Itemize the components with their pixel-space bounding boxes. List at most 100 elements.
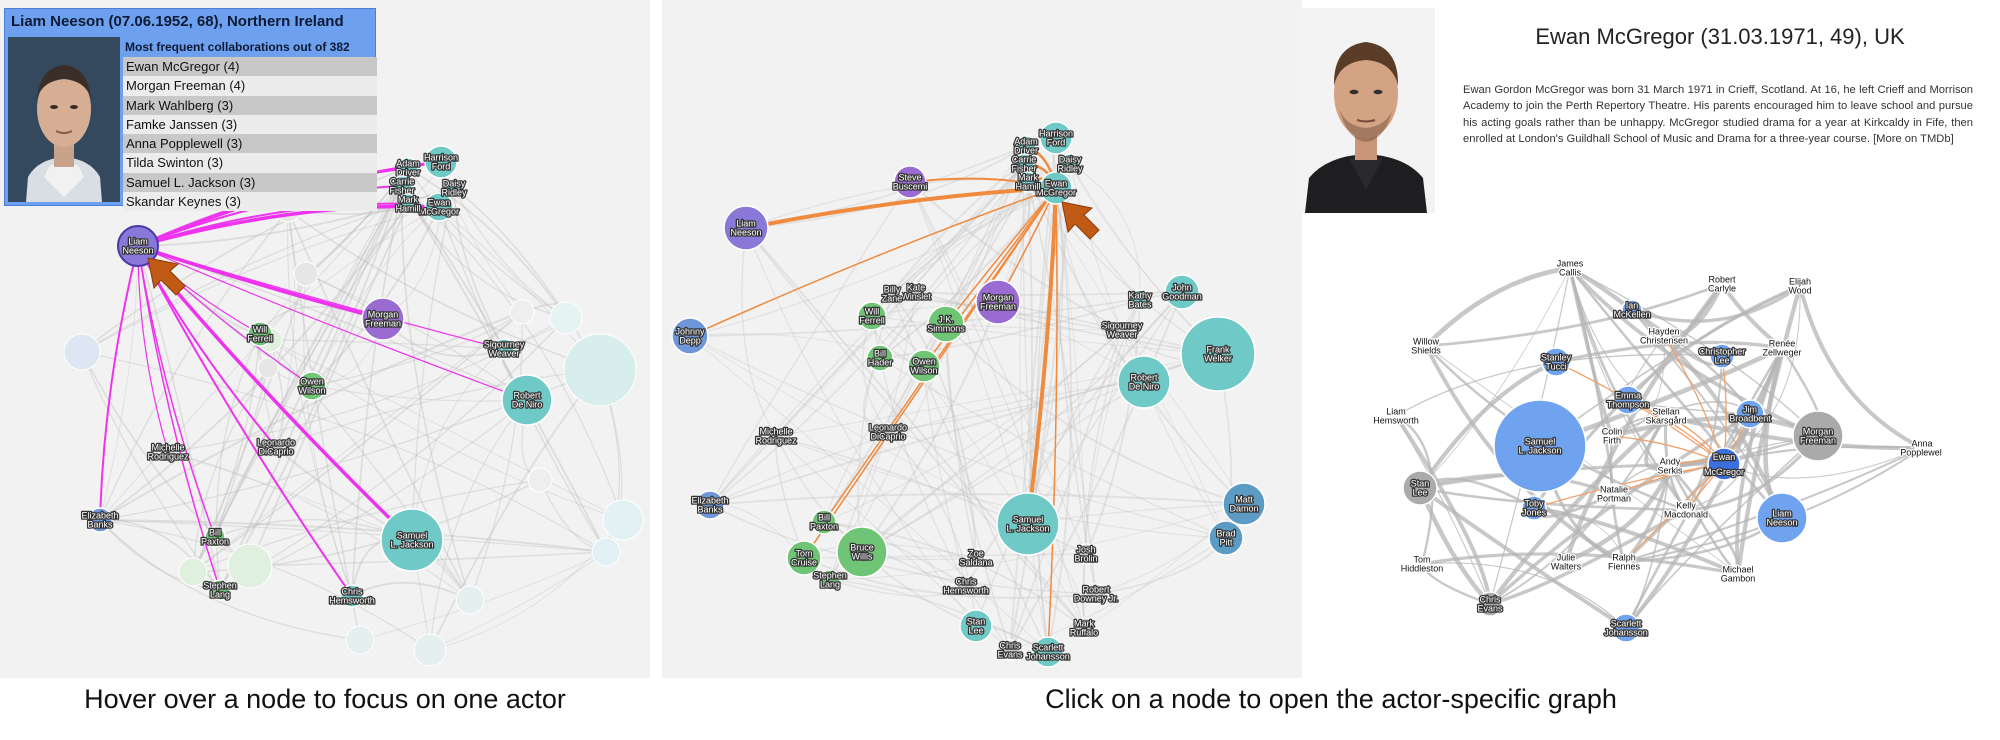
node-circle[interactable] [1735,399,1765,429]
node-circle[interactable] [1611,613,1641,643]
node-circle[interactable] [1660,456,1680,476]
node-circle[interactable] [424,145,458,179]
node-circle[interactable] [1658,408,1674,424]
node-circle[interactable] [1222,482,1266,526]
node-circle[interactable] [1493,399,1587,493]
node-circle[interactable] [956,576,976,596]
node-circle[interactable] [857,301,887,331]
node-circle[interactable] [906,282,926,302]
node-circle[interactable] [397,193,419,215]
node-circle[interactable] [882,284,902,304]
node-circle[interactable] [1616,554,1632,570]
node-circle[interactable] [493,338,515,360]
node-circle[interactable] [1208,520,1244,556]
node-circle[interactable] [501,374,553,426]
node-circle[interactable] [836,526,888,578]
node-circle[interactable] [1562,260,1578,276]
node-circle[interactable] [1402,470,1438,506]
node-circle[interactable] [1075,543,1097,565]
node-circle[interactable] [117,225,159,267]
node-circle[interactable] [1603,483,1625,505]
node-circle[interactable] [444,178,464,198]
node-circle[interactable] [1085,583,1107,605]
node-circle[interactable] [1621,299,1643,321]
node-circle[interactable] [1388,408,1404,424]
node-circle[interactable] [811,509,837,535]
node-circle[interactable] [267,438,285,456]
node-circle[interactable] [1418,338,1434,354]
node-circle[interactable] [1774,340,1790,356]
node-j-k-simmons[interactable]: J.K.Simmons [926,305,967,343]
node-circle[interactable] [959,609,993,643]
node-circle[interactable] [1714,276,1730,292]
node-circle[interactable] [975,279,1021,325]
node-circle[interactable] [1414,556,1430,572]
node-circle[interactable] [297,371,327,401]
node-circle[interactable] [1914,440,1930,456]
node-circle[interactable] [1707,447,1741,481]
node-circle[interactable] [361,297,405,341]
node-circle[interactable] [723,205,769,251]
node-circle[interactable] [1073,617,1095,639]
node-circle[interactable] [927,305,965,343]
node-circle[interactable] [819,569,841,591]
node-circle[interactable] [1117,355,1171,409]
node-circle[interactable] [1477,591,1503,617]
node-circle[interactable] [966,548,986,568]
node-circle[interactable] [247,321,273,347]
node-circle[interactable] [786,540,822,576]
node-circle[interactable] [340,584,364,608]
node-circle[interactable] [1656,328,1672,344]
node-circle[interactable] [671,317,709,355]
node-circle[interactable] [1039,121,1073,155]
node-circle[interactable] [1017,171,1039,193]
